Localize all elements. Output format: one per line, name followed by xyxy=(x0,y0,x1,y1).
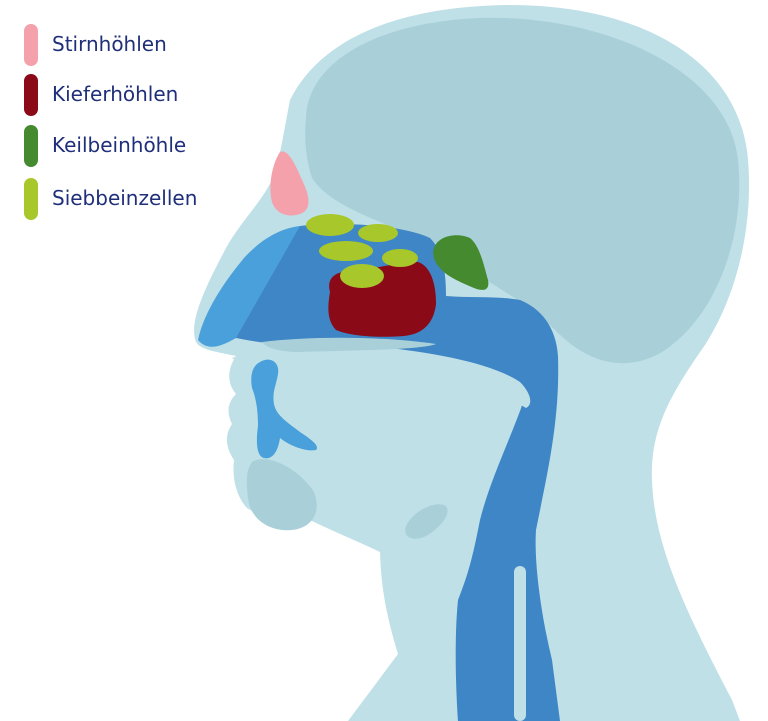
legend-swatch xyxy=(24,24,38,66)
legend-item-frontal-sinus: Stirnhöhlen xyxy=(24,24,284,66)
legend-item-maxillary-sinus: Kieferhöhlen xyxy=(24,74,284,116)
legend-swatch xyxy=(24,74,38,116)
sphenoid-sinus xyxy=(433,235,489,290)
legend-swatch xyxy=(24,125,38,167)
ethmoid-cells xyxy=(306,214,418,288)
ethmoid-cell xyxy=(306,214,354,236)
legend-swatch xyxy=(24,178,38,220)
frontal-sinus xyxy=(270,151,309,216)
legend-label: Kieferhöhlen xyxy=(52,82,179,106)
skull-region xyxy=(305,17,740,364)
ethmoid-cell xyxy=(340,264,384,288)
palate-tongue xyxy=(232,343,531,449)
legend-item-ethmoid-cells: Siebbeinzellen xyxy=(24,178,284,220)
legend-label: Keilbeinhöhle xyxy=(52,133,187,157)
ethmoid-cell xyxy=(382,249,418,267)
trachea-wall xyxy=(514,566,526,721)
ethmoid-cell xyxy=(358,224,398,242)
oral-cavity xyxy=(251,359,318,459)
legend-item-sphenoid-sinus: Keilbeinhöhle xyxy=(24,125,284,167)
ethmoid-cell xyxy=(319,241,373,261)
legend-label: Siebbeinzellen xyxy=(52,186,198,210)
palate-shelf xyxy=(262,337,436,352)
legend-label: Stirnhöhlen xyxy=(52,32,167,56)
larynx-shading xyxy=(405,504,448,539)
jaw-shading xyxy=(246,459,317,531)
